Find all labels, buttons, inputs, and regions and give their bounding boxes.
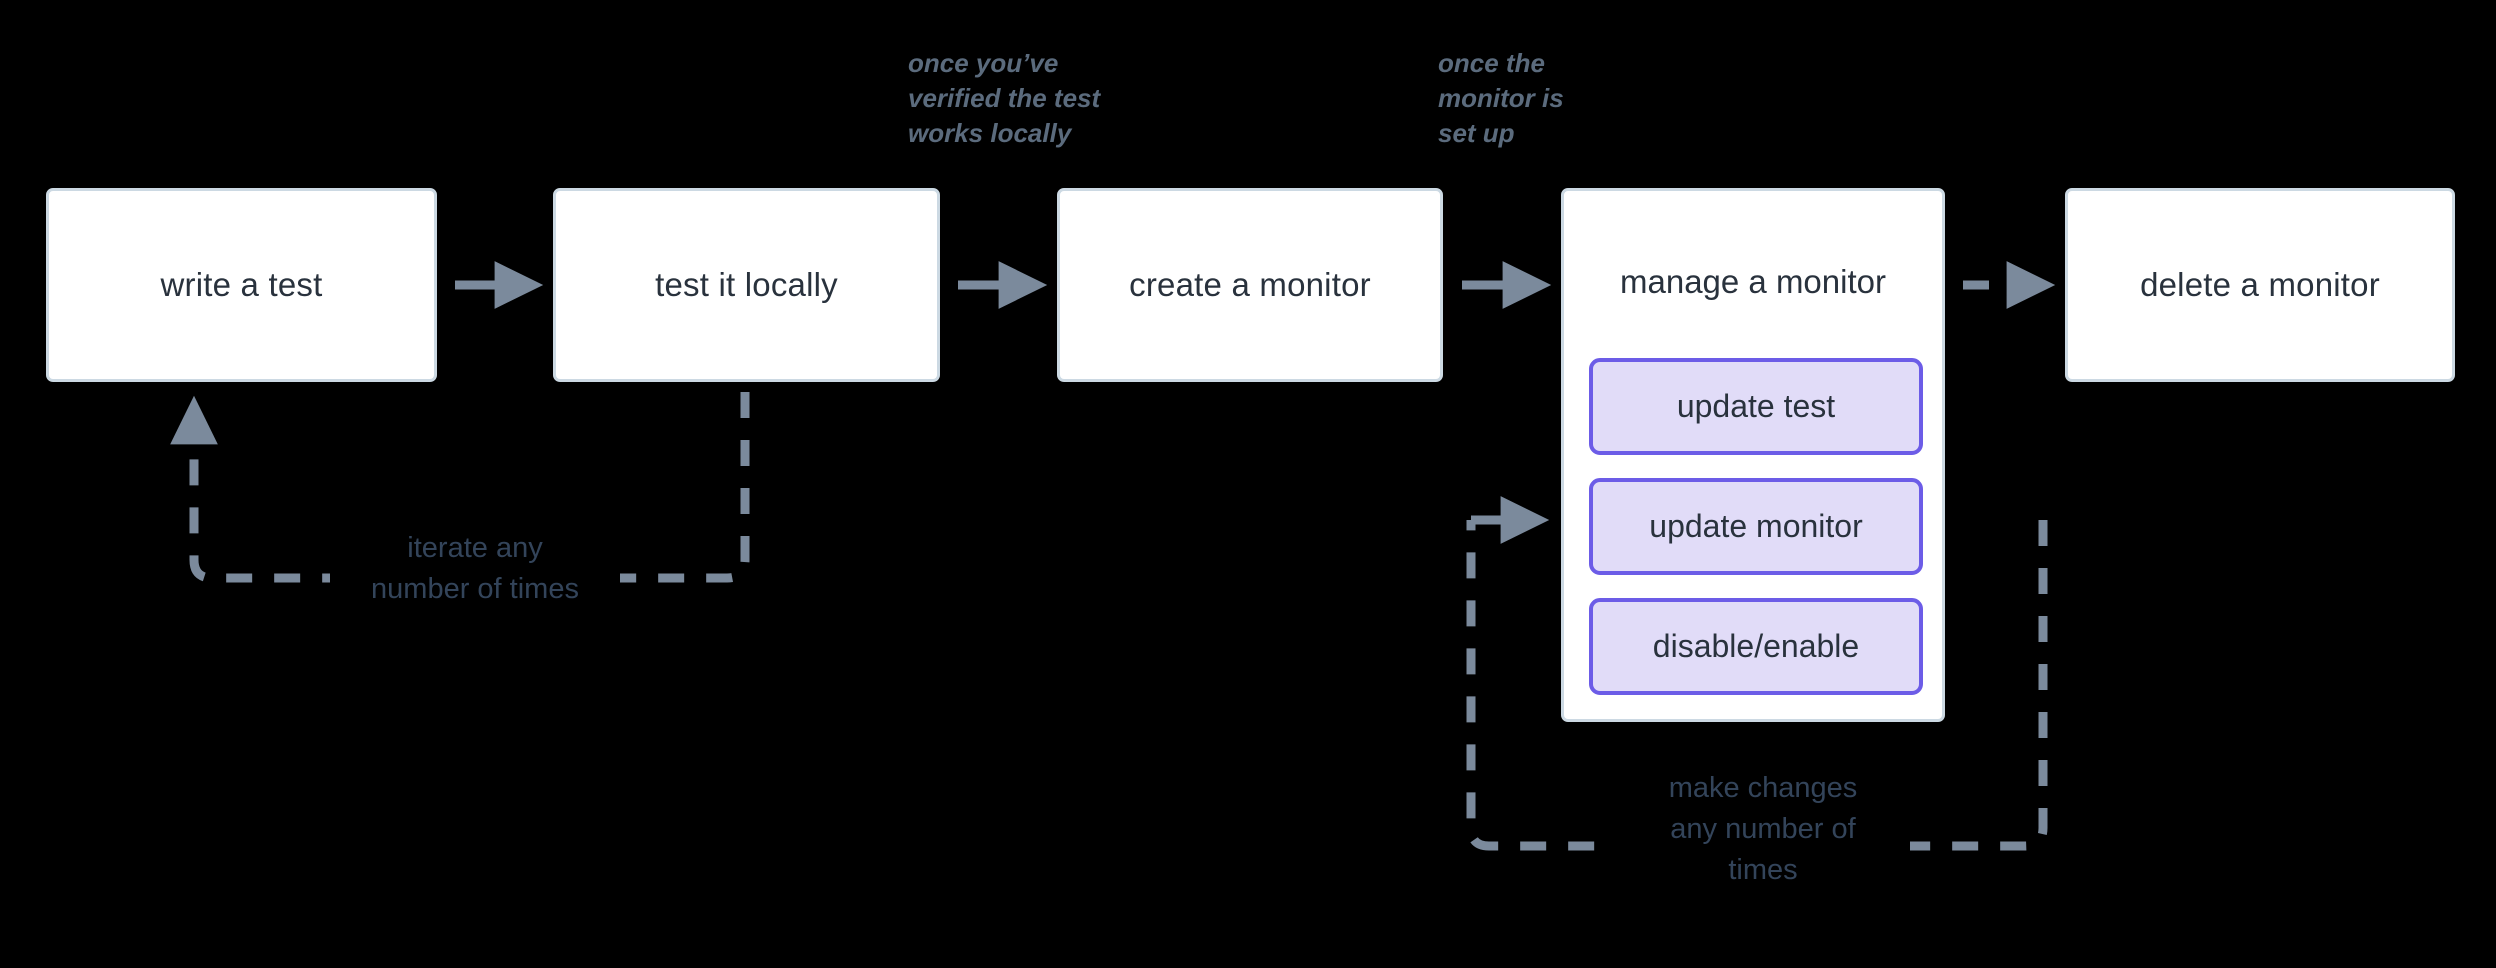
node-delete-a-monitor[interactable]: delete a monitor xyxy=(2065,188,2455,382)
subnode-label: update test xyxy=(1676,388,1836,424)
subnode-label: disable/enable xyxy=(1652,628,1860,664)
loop-note-changes: make changes any number of times xyxy=(1616,768,1910,892)
node-label: delete a monitor xyxy=(2140,266,2380,303)
node-test-it-locally[interactable]: test it locally xyxy=(553,188,940,382)
node-label: test it locally xyxy=(655,266,838,303)
node-label: write a test xyxy=(160,266,323,303)
node-create-a-monitor[interactable]: create a monitor xyxy=(1057,188,1443,382)
node-label: create a monitor xyxy=(1129,266,1371,303)
subnode-disable-enable[interactable]: disable/enable xyxy=(1589,598,1923,695)
subnode-update-test[interactable]: update test xyxy=(1589,358,1923,455)
subnode-update-monitor[interactable]: update monitor xyxy=(1589,478,1923,575)
edge-note-setup: once the monitor is set up xyxy=(1438,48,1564,149)
loop-note-iterate: iterate any number of times xyxy=(330,528,620,611)
edge-note-verified: once you’ve verified the test works loca… xyxy=(908,48,1101,149)
subnode-label: update monitor xyxy=(1649,508,1863,544)
node-label: manage a monitor xyxy=(1620,263,1886,300)
node-manage-a-monitor[interactable]: manage a monitor update test update moni… xyxy=(1561,188,1945,722)
node-write-a-test[interactable]: write a test xyxy=(46,188,437,382)
